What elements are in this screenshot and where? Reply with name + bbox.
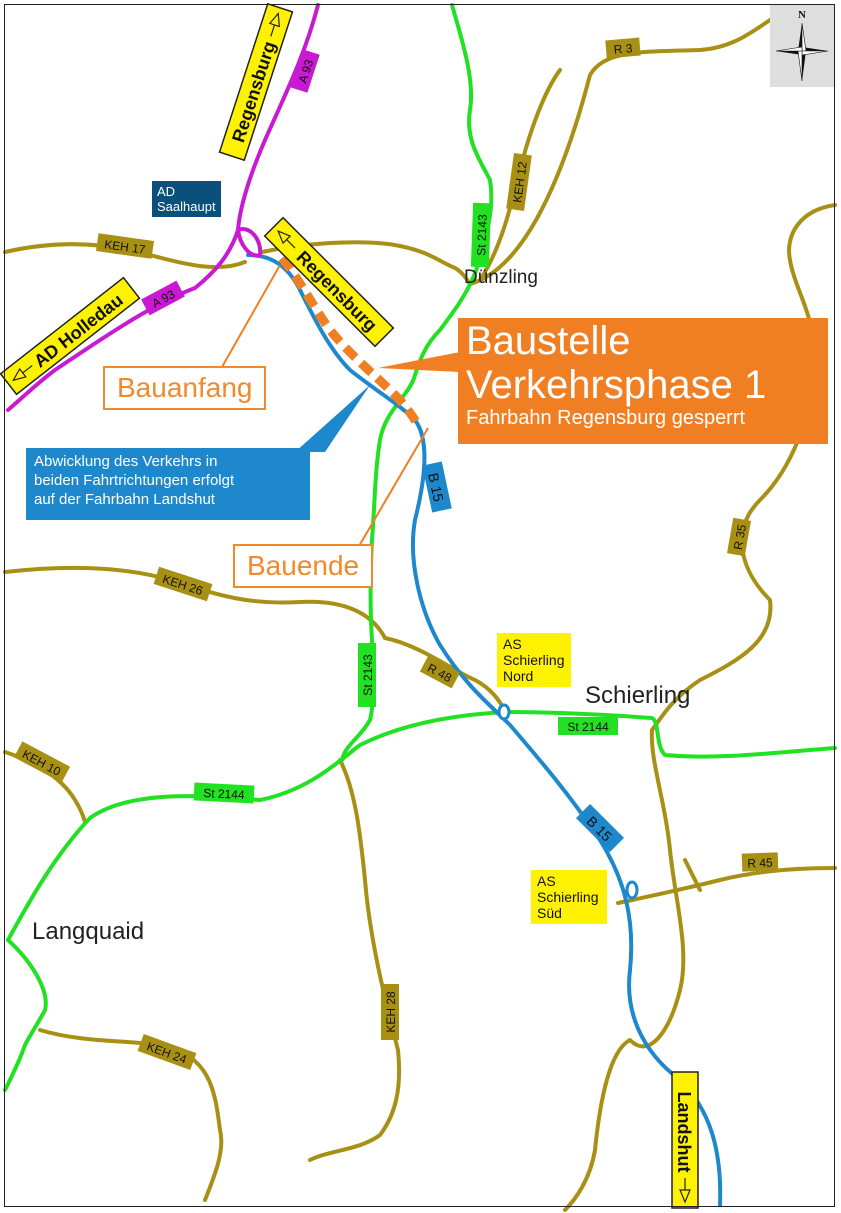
motorway-roads bbox=[6, 3, 320, 412]
road-r45-spur bbox=[683, 858, 702, 892]
label-keh28: KEH 28 bbox=[384, 991, 398, 1033]
place-schierling: Schierling bbox=[585, 682, 691, 709]
traffic-info-box: Abwicklung des Verkehrs in beiden Fahrtr… bbox=[26, 448, 310, 520]
compass: N bbox=[770, 5, 834, 87]
bauende-leader bbox=[347, 427, 429, 566]
state-road-shields: St 2143 St 2143 St 2144 St 2144 bbox=[193, 202, 618, 804]
compass-rose-icon: N bbox=[775, 9, 829, 82]
road-a93-ramp bbox=[236, 227, 263, 258]
place-langquaid: Langquaid bbox=[32, 918, 145, 945]
traffic-box-pointer bbox=[295, 385, 370, 452]
district-road-shields: KEH 17 R 3 KEH 12 R 35 KEH 26 R 48 KEH 1… bbox=[13, 37, 779, 1071]
road-st2144-langquaid bbox=[3, 938, 48, 1092]
bauanfang-leader bbox=[221, 264, 281, 368]
label-st2143-lower: St 2143 bbox=[361, 654, 375, 696]
road-b15 bbox=[246, 253, 723, 1207]
place-duenzling: Dünzling bbox=[464, 267, 538, 288]
label-r3: R 3 bbox=[613, 41, 633, 57]
main-box-pointer bbox=[378, 352, 460, 372]
leader-lines bbox=[221, 264, 429, 566]
road-keh24 bbox=[38, 1028, 224, 1202]
road-a93 bbox=[6, 3, 320, 412]
road-st2144 bbox=[6, 710, 837, 942]
construction-subtitle: Fahrbahn Regensburg gesperrt bbox=[466, 407, 746, 429]
sign-landshut: Landshut bbox=[674, 1092, 694, 1173]
label-keh12: KEH 12 bbox=[510, 160, 530, 203]
compass-north-label: N bbox=[798, 9, 806, 21]
interchange-loops bbox=[497, 703, 639, 900]
label-st2143-upper: St 2143 bbox=[474, 214, 489, 256]
road-keh17-east bbox=[260, 240, 472, 286]
road-r48 bbox=[383, 636, 507, 714]
label-keh17: KEH 17 bbox=[103, 237, 146, 257]
road-r35 bbox=[650, 203, 837, 732]
construction-start-label: Bauanfang bbox=[103, 366, 267, 410]
label-b15-upper: B 15 bbox=[425, 471, 447, 503]
label-r45: R 45 bbox=[747, 856, 773, 871]
construction-title-line2: Verkehrsphase 1 bbox=[466, 363, 767, 407]
construction-title-line1: Baustelle bbox=[466, 319, 631, 363]
arrow-icon bbox=[12, 367, 27, 382]
as-sued-loop bbox=[625, 880, 639, 900]
junction-as-schierling-nord: AS Schierling Nord bbox=[497, 633, 571, 687]
construction-end-label: Bauende bbox=[233, 544, 374, 588]
junction-ad-saalhaupt: AD Saalhaupt bbox=[152, 181, 221, 217]
map-frame bbox=[4, 4, 835, 1207]
label-st2144-center: St 2144 bbox=[567, 720, 609, 734]
road-r3 bbox=[468, 18, 772, 286]
label-st2144-left: St 2144 bbox=[203, 786, 245, 802]
federal-roads bbox=[246, 253, 723, 1207]
as-nord-loop bbox=[497, 703, 511, 721]
road-keh26 bbox=[3, 565, 387, 640]
road-r45 bbox=[616, 866, 837, 905]
road-schierling-south bbox=[563, 728, 686, 1212]
arrow-icon bbox=[276, 229, 292, 245]
direction-signs: Regensburg Regensburg AD Holledau Landsh… bbox=[0, 2, 699, 1209]
junction-as-schierling-sued: AS Schierling Süd bbox=[531, 870, 607, 924]
label-r35: R 35 bbox=[731, 523, 749, 551]
construction-info-box: Baustelle Verkehrsphase 1 Fahrbahn Regen… bbox=[458, 318, 828, 444]
federal-road-shields: B 15 B 15 A 93 A 93 bbox=[141, 49, 625, 853]
